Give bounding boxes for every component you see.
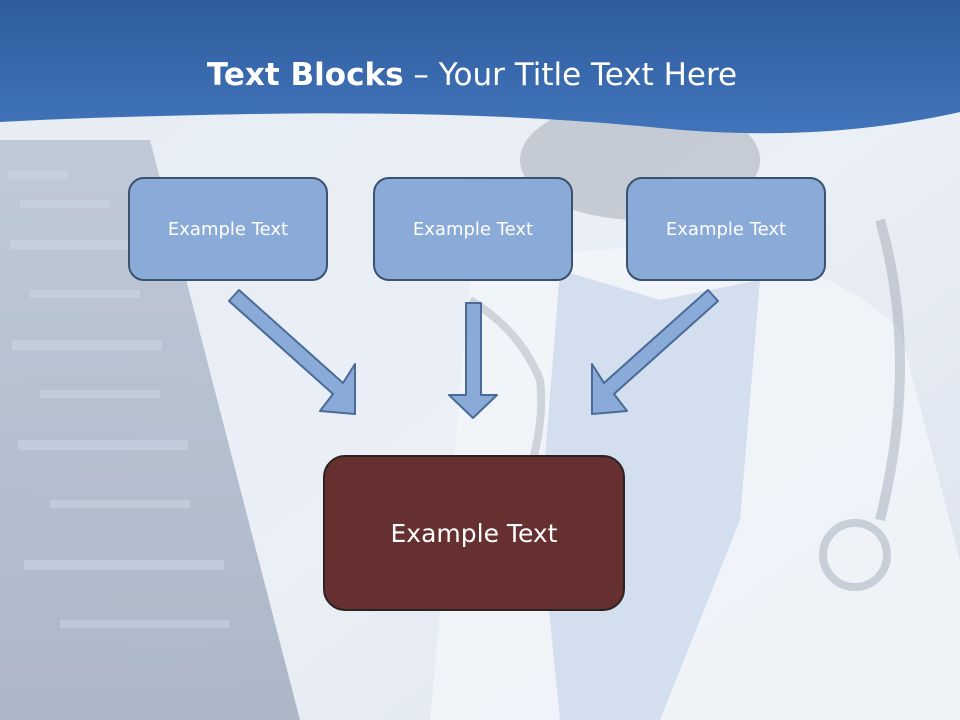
text-block-bottom[interactable]: Example Text (323, 455, 625, 611)
title-bold: Text Blocks (206, 57, 404, 93)
text-block-center-label: Example Text (412, 218, 534, 240)
slide-title: Text Blocks – Your Title Text Here (0, 56, 944, 94)
text-block-bottom-label: Example Text (390, 518, 558, 548)
title-rest: Your Title Text Here (438, 57, 738, 93)
text-block-right[interactable]: Example Text (626, 177, 826, 281)
text-block-right-label: Example Text (665, 218, 787, 240)
text-block-left-label: Example Text (167, 218, 289, 240)
text-block-left[interactable]: Example Text (128, 177, 328, 281)
title-separator: – (403, 57, 439, 93)
text-block-center[interactable]: Example Text (373, 177, 573, 281)
